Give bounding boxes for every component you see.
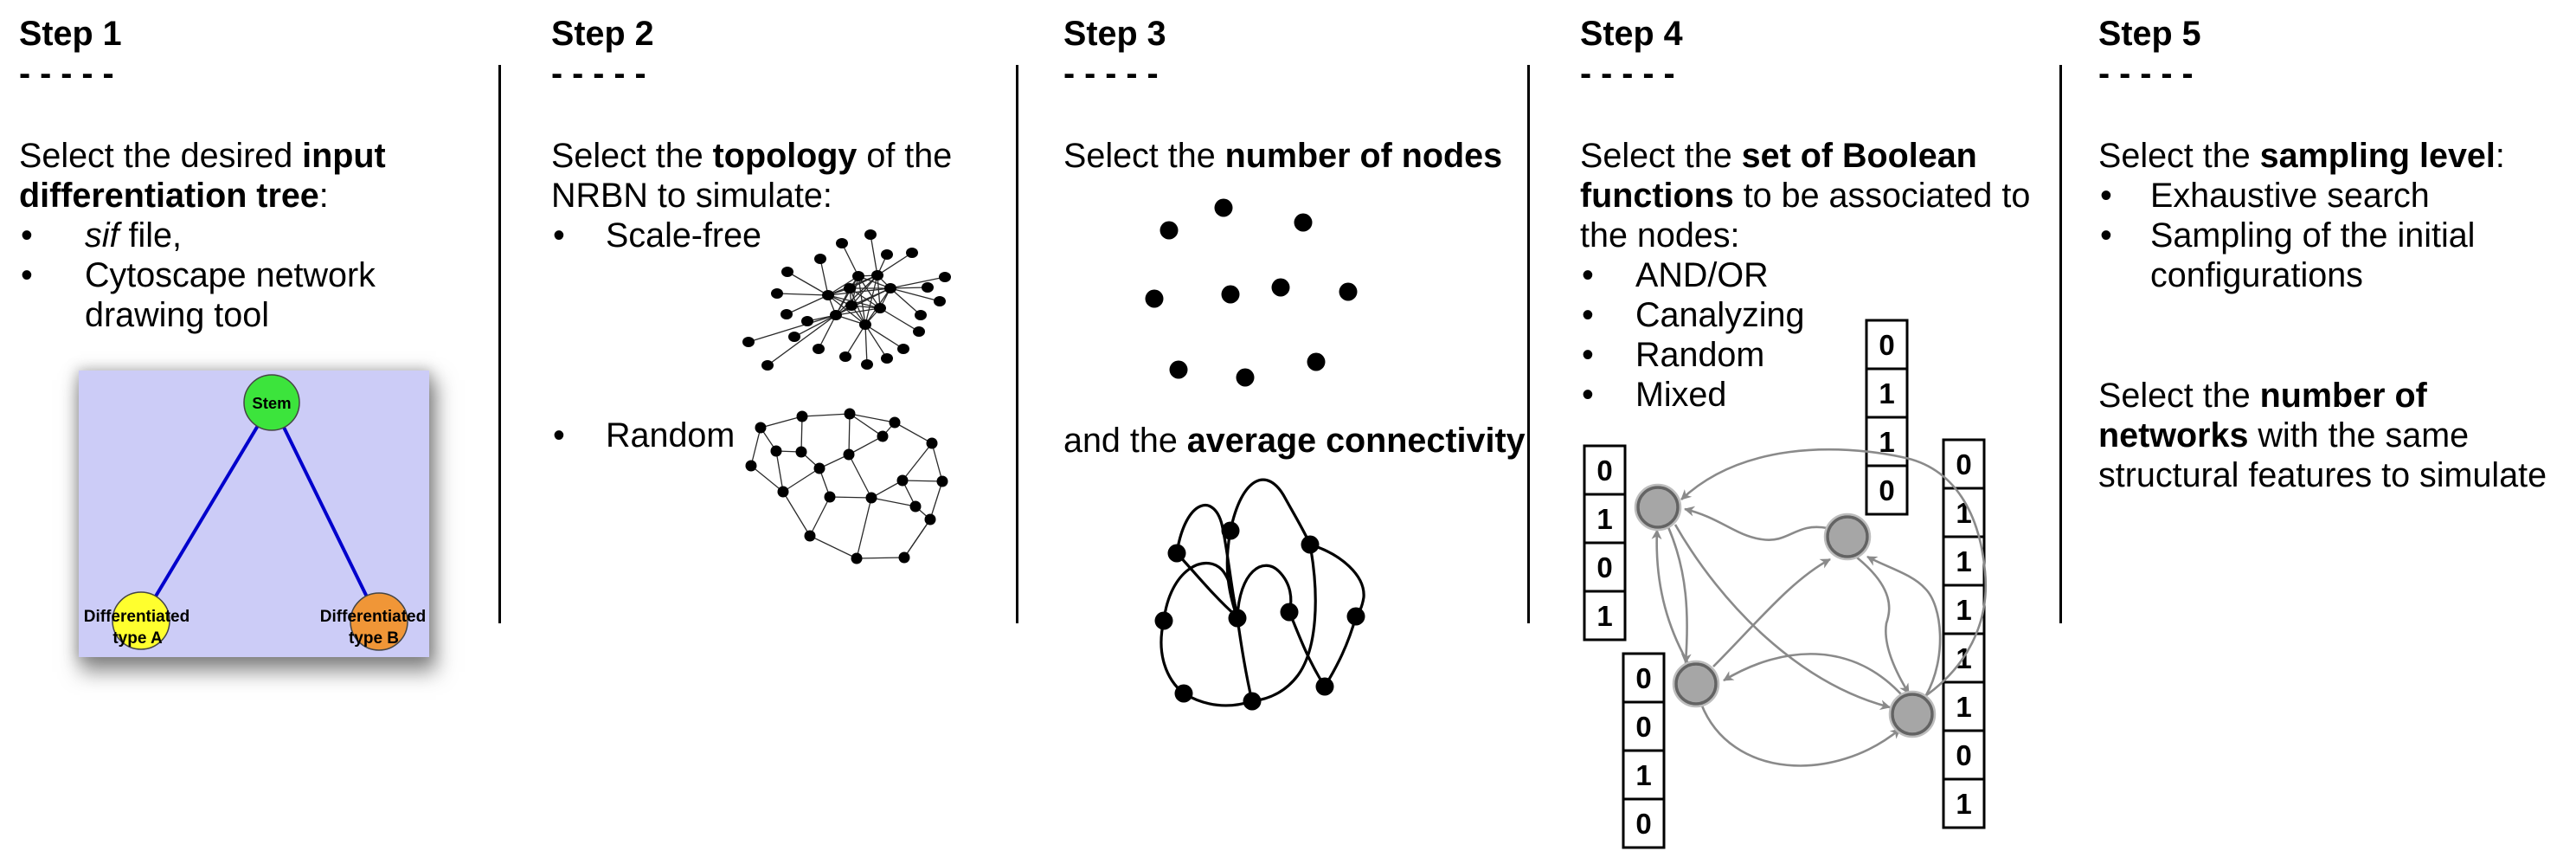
svg-text:1: 1: [1879, 377, 1894, 409]
svg-text:Stem: Stem: [252, 394, 291, 412]
svg-text:0: 0: [1635, 711, 1651, 743]
svg-text:0: 0: [1596, 551, 1612, 583]
svg-text:0: 0: [1635, 662, 1651, 694]
svg-text:0: 0: [1635, 808, 1651, 840]
svg-text:1: 1: [1635, 759, 1651, 791]
svg-text:1: 1: [1956, 545, 1971, 577]
svg-text:1: 1: [1596, 600, 1612, 632]
svg-text:Differentiated: Differentiated: [84, 608, 190, 626]
svg-text:1: 1: [1596, 503, 1612, 535]
svg-text:0: 0: [1956, 448, 1971, 480]
svg-text:0: 0: [1879, 474, 1894, 506]
svg-text:type B: type B: [349, 629, 399, 648]
svg-text:type A: type A: [112, 629, 163, 648]
svg-text:1: 1: [1956, 594, 1971, 626]
svg-text:0: 0: [1596, 455, 1612, 487]
svg-text:0: 0: [1879, 329, 1894, 361]
svg-text:1: 1: [1956, 691, 1971, 723]
svg-text:1: 1: [1956, 788, 1971, 820]
svg-text:1: 1: [1956, 497, 1971, 529]
svg-text:1: 1: [1879, 426, 1894, 458]
svg-text:Differentiated: Differentiated: [320, 608, 426, 626]
svg-text:0: 0: [1956, 739, 1971, 771]
